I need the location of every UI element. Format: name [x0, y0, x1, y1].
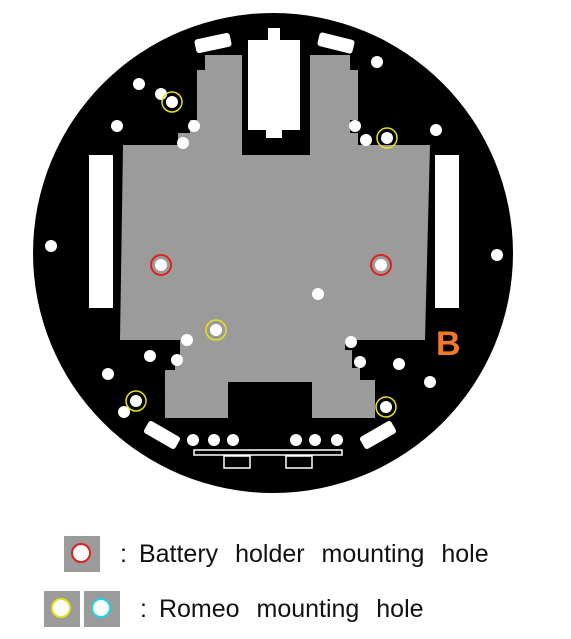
romeo-hole-icon [44, 591, 80, 627]
mounting-plate [120, 55, 430, 418]
battery-holder-holes [150, 254, 392, 276]
connector-outline [193, 449, 343, 469]
battery-holder-hole-icon [370, 254, 392, 276]
romeo-hole-icon [161, 91, 183, 113]
legend-romeo-row: : Romeo mounting hole [0, 585, 424, 633]
slot-top-left [194, 32, 232, 54]
romeo-hole-icon [205, 319, 227, 341]
legend-battery-label: Battery holder mounting hole [138, 539, 489, 568]
legend-romeo-separator: : [140, 594, 147, 623]
slot-bottom-right [360, 421, 396, 449]
left-slot [89, 155, 113, 308]
romeo-hole-icon [376, 127, 398, 149]
top-slot [248, 28, 300, 138]
legend-romeo-label: Romeo mounting hole [158, 594, 424, 623]
romeo-hole-icon [84, 591, 120, 627]
battery-holder-hole-icon [150, 254, 172, 276]
romeo-hole-icon [125, 390, 147, 412]
battery-holder-hole-icon [64, 536, 100, 572]
corner-label: B [436, 325, 461, 363]
legend-battery-row: : Battery holder mounting hole [0, 530, 489, 578]
right-slot [435, 155, 459, 308]
romeo-holes [125, 91, 398, 418]
romeo-hole-icon [375, 396, 397, 418]
slot-bottom-left [144, 421, 180, 449]
legend-battery-separator: : [120, 539, 127, 568]
chassis-diagram: B [33, 13, 513, 493]
slot-top-right [317, 32, 355, 54]
